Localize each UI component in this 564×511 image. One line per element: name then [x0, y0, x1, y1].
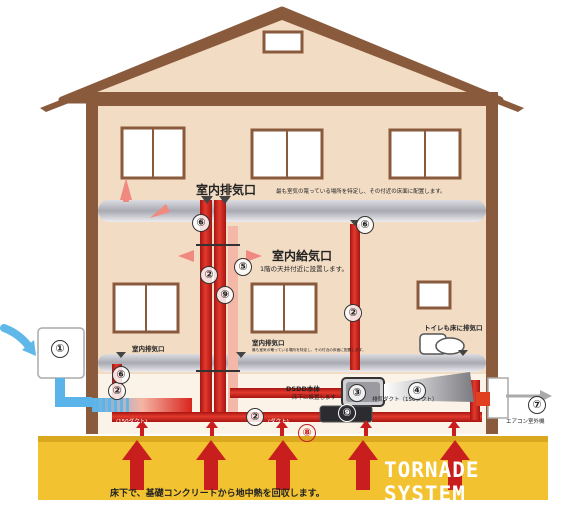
- label-note-top: 最も室気の篭っている場所を特定し、その付近の床面に配置します。: [276, 189, 446, 195]
- label-duct: (ダクト): [268, 419, 289, 425]
- window-1f-center: [250, 282, 318, 334]
- badge-6-top: ⑥: [192, 214, 210, 232]
- aircon-outdoor-unit: [487, 377, 509, 419]
- badge-1: ①: [51, 340, 69, 358]
- duct-vertical-right: [350, 224, 360, 370]
- badge-3: ③: [348, 384, 366, 402]
- window-2f-center: [250, 128, 324, 180]
- badge-6-right: ⑥: [356, 216, 374, 234]
- duct-horizontal-main: [112, 412, 352, 422]
- label-dsdd-unit: DSDD本体: [286, 385, 320, 393]
- label-exhaust-duct: 排気ダクト（150ダクト）: [372, 397, 438, 403]
- badge-9-bottom: ⑨: [338, 404, 356, 422]
- roof: [58, 6, 504, 104]
- badge-2-mid: ②: [200, 266, 218, 284]
- window-1f-left: [112, 282, 180, 334]
- label-indoor-exhaust-left: 室内排気口: [132, 345, 165, 353]
- label-indoor-exhaust-mid-note: 最も室気の篭っている場所を特定し、その付近の床面に配置します。: [252, 348, 366, 352]
- badge-5: ⑤: [234, 258, 252, 276]
- badge-8: ⑧: [298, 424, 316, 442]
- geothermal-arrows: [122, 440, 470, 490]
- window-2f-left: [120, 126, 186, 180]
- system-title: TORNADE SYSTEM: [384, 458, 480, 506]
- badge-2-right: ②: [344, 304, 362, 322]
- label-duct-main: (150ダクト): [116, 419, 148, 425]
- badge-2-left: ②: [108, 382, 126, 400]
- warm-air-arrows: [120, 178, 262, 262]
- label-indoor-exhaust-mid: 室内排気口: [252, 339, 285, 347]
- toilet: [419, 333, 465, 355]
- badge-4: ④: [408, 382, 426, 400]
- window-2f-right: [388, 128, 462, 180]
- badge-9-top: ⑨: [216, 286, 234, 304]
- attic-window: [262, 30, 304, 54]
- badge-2-bottom: ②: [246, 408, 264, 426]
- foundation-slab: [38, 436, 548, 500]
- badge-7: ⑦: [528, 396, 546, 414]
- label-indoor-exhaust-top: 室内排気口: [196, 183, 257, 197]
- window-1f-right: [416, 280, 452, 310]
- floor-1f: [98, 354, 486, 372]
- badge-6-left: ⑥: [112, 366, 130, 384]
- label-dsdd-note: 床下に設置します: [292, 395, 337, 401]
- label-supply-note: 1階の天井付近に設置します。: [260, 265, 348, 273]
- label-indoor-supply: 室内給気口: [272, 249, 333, 263]
- floor-2f: [98, 200, 486, 222]
- exhaust-duct: [384, 372, 474, 402]
- bottom-caption: 床下で、基礎コンクリートから地中熱を回収します。: [110, 489, 325, 499]
- label-toilet-exhaust: トイレも床に排気口: [424, 324, 483, 332]
- intake-arrow: [0, 324, 34, 352]
- duct-vertical-1: [200, 200, 212, 422]
- duct-vertical-2: [214, 200, 226, 422]
- label-aircon-outdoor: エアコン室外機: [506, 419, 545, 425]
- duct-vertical-3: [228, 226, 238, 422]
